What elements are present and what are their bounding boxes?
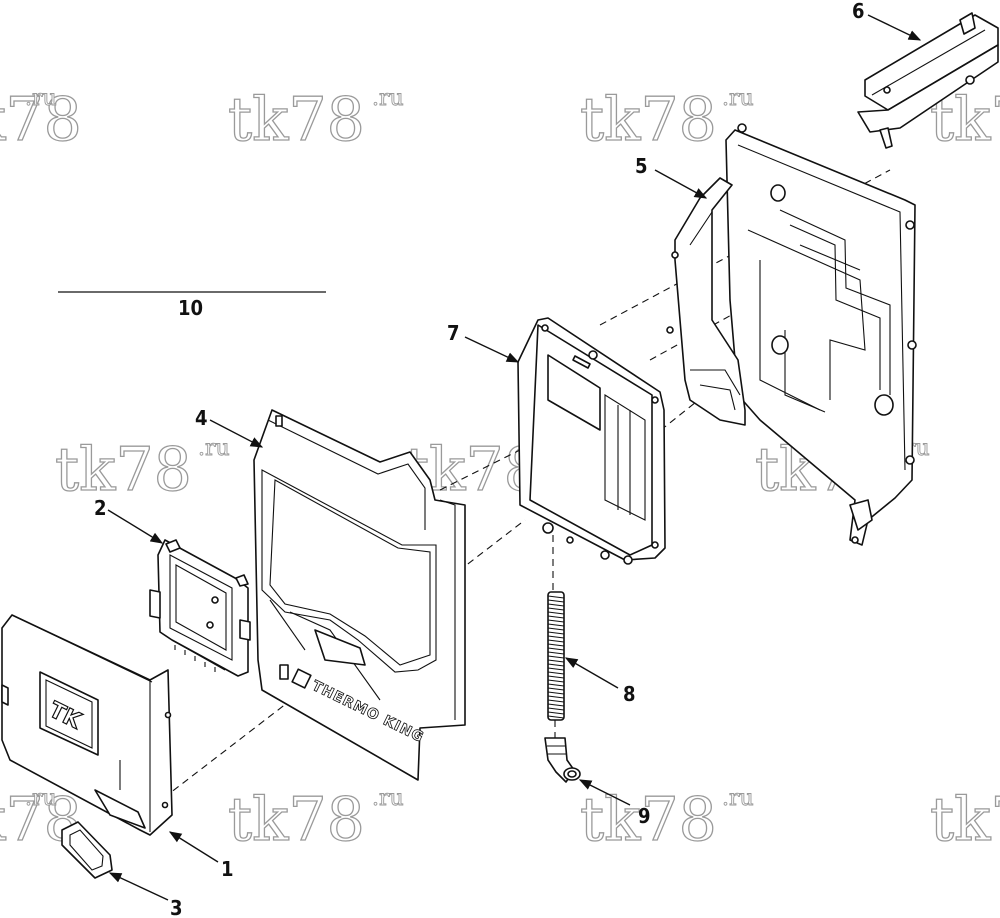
conduit-rib <box>547 611 565 615</box>
watermark: tk78 .ru <box>579 784 754 855</box>
callout-labels: 1 2 3 4 5 6 7 8 9 10 <box>94 0 865 918</box>
svg-text:tk78: tk78 <box>580 785 717 855</box>
conduit-rib <box>547 631 565 635</box>
conduit-rib <box>547 703 565 707</box>
leader-1 <box>168 831 219 863</box>
leader-3 <box>108 872 169 901</box>
conduit-rib <box>547 695 565 699</box>
leader-lines <box>107 14 922 901</box>
conduit-rib <box>547 639 565 643</box>
svg-text:.ru: .ru <box>722 86 754 111</box>
part-7-controller <box>517 317 666 565</box>
part-5-mounting-plate <box>725 123 917 546</box>
leader-7 <box>464 336 520 363</box>
watermark-layer: tk78 .ru tk78 .ru tk78 .ru tk78 tk78 .ru… <box>0 84 1000 855</box>
svg-text:tk78: tk78 <box>580 85 717 155</box>
part-4-front-panel: THERMO KING <box>253 409 466 781</box>
callout-10: 10 <box>178 296 203 320</box>
svg-text:.ru: .ru <box>25 86 57 111</box>
conduit-ribs <box>547 595 565 719</box>
conduit-rib <box>547 691 565 695</box>
conduit-rib <box>547 623 565 627</box>
callout-8: 8 <box>623 682 636 706</box>
leader-9 <box>578 779 631 806</box>
conduit-rib <box>547 715 565 719</box>
callout-6: 6 <box>852 0 865 23</box>
part-8-conduit <box>547 591 565 721</box>
svg-text:.ru: .ru <box>25 786 57 811</box>
conduit-rib <box>547 635 565 639</box>
svg-text:tk78: tk78 <box>55 435 192 505</box>
conduit-rib <box>547 599 565 603</box>
leader-5 <box>654 169 708 199</box>
callout-4: 4 <box>195 406 208 430</box>
conduit-rib <box>547 683 565 687</box>
watermark: tk78 <box>929 784 1000 855</box>
svg-text:tk78: tk78 <box>0 85 82 155</box>
conduit-rib <box>547 675 565 679</box>
leader-2 <box>107 509 164 544</box>
conduit-rib <box>547 627 565 631</box>
conduit-rib <box>547 595 565 599</box>
conduit-rib <box>547 655 565 659</box>
conduit-rib <box>547 711 565 715</box>
part-1-housing-cover: TK <box>1 614 173 836</box>
conduit-rib <box>547 679 565 683</box>
conduit-rib <box>547 619 565 623</box>
part-6-mounting-rail <box>857 12 999 149</box>
callout-3: 3 <box>170 896 183 918</box>
conduit-rib <box>547 663 565 667</box>
watermark: tk78 .ru <box>227 84 404 155</box>
callout-7: 7 <box>447 321 460 345</box>
callout-2: 2 <box>94 496 107 520</box>
watermark: tk78 .ru <box>54 434 230 505</box>
leader-6 <box>867 14 922 41</box>
watermark: tk78 .ru <box>227 784 404 855</box>
conduit-rib <box>547 651 565 655</box>
conduit-rib <box>547 643 565 647</box>
svg-text:.ru: .ru <box>372 86 404 111</box>
svg-text:.ru: .ru <box>722 786 754 811</box>
conduit-rib <box>547 647 565 651</box>
watermark: tk78 .ru <box>579 84 754 155</box>
conduit-rib <box>547 699 565 703</box>
callout-5: 5 <box>635 154 648 178</box>
leader-8 <box>564 657 619 689</box>
conduit-rib <box>547 603 565 607</box>
part-3-gasket <box>61 821 113 879</box>
conduit-rib <box>547 671 565 675</box>
conduit-rib <box>547 615 565 619</box>
conduit-rib <box>547 707 565 711</box>
svg-text:tk78: tk78 <box>228 85 365 155</box>
svg-text:.ru: .ru <box>198 436 230 461</box>
svg-text:tk78: tk78 <box>228 785 365 855</box>
svg-text:tk78: tk78 <box>930 785 1000 855</box>
conduit-rib <box>547 667 565 671</box>
conduit-rib <box>547 659 565 663</box>
part-2-display-module <box>149 539 251 677</box>
watermark: tk78 .ru <box>0 84 82 155</box>
callout-1: 1 <box>221 857 234 881</box>
svg-text:.ru: .ru <box>372 786 404 811</box>
leader-4 <box>209 419 264 448</box>
conduit-rib <box>547 607 565 611</box>
part-5-bracket <box>666 177 746 426</box>
callout-9: 9 <box>638 804 651 828</box>
conduit-rib <box>547 687 565 691</box>
part-9-elbow-fitting <box>544 737 581 783</box>
